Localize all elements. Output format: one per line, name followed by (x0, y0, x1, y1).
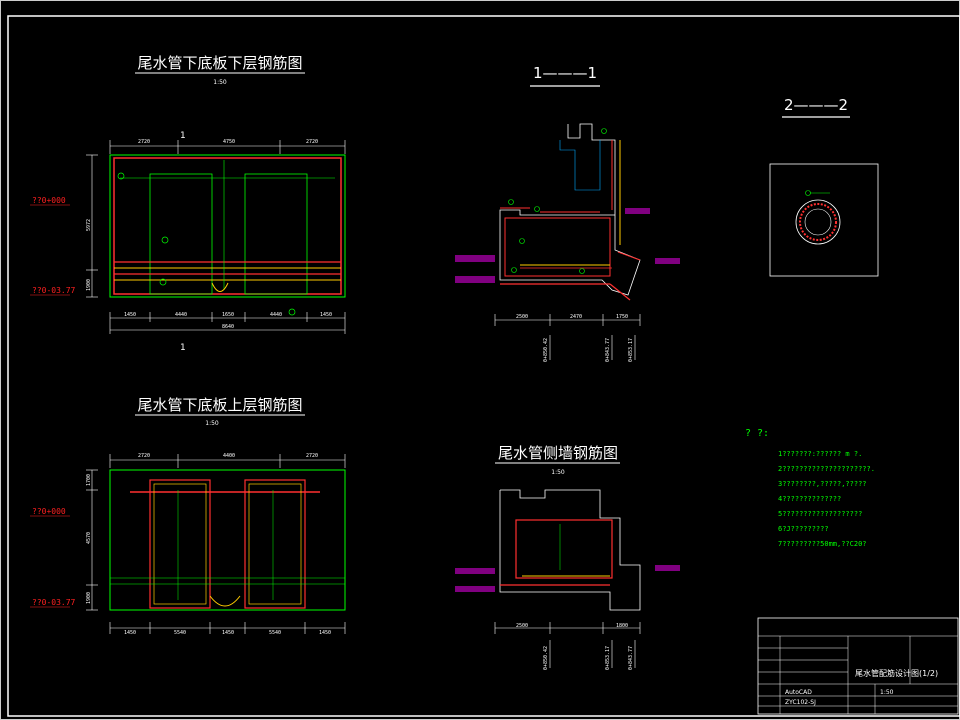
dim-text: 2720 (306, 453, 318, 459)
note-line: 4?????????????? (778, 495, 841, 503)
elev-text: 0+850.42 (543, 646, 549, 670)
elev-text: 0+853.17 (628, 338, 634, 362)
dim-text: 1750 (616, 314, 628, 320)
title-block-number: ZYC102-SJ (785, 699, 816, 706)
view-side-wall-rebar: 尾水管侧墙钢筋图 1:50 2500 1800 0+850.42 0+853.1… (455, 444, 680, 670)
view1-elev-bottom: ??0-03.77 (32, 286, 76, 295)
dim-text: 5972 (86, 219, 92, 231)
title-block: 尾水管配筋设计图(1/2) 1:50 AutoCAD ZYC102-SJ (757, 617, 959, 715)
view2-elev-bottom: ??0-03.77 (32, 598, 76, 607)
elev-text: 0+843.77 (628, 646, 634, 670)
note-line: 2?????????????????????. (778, 465, 875, 473)
dim-text: 2470 (570, 314, 582, 320)
note-line: 5??????????????????? (778, 510, 862, 518)
dim-text: 2720 (306, 139, 318, 145)
inner-frame (7, 15, 960, 717)
notes-heading: ? ?: (745, 428, 769, 439)
view1-scale: 1:50 (213, 79, 227, 86)
dim-text: 1700 (86, 474, 92, 486)
elev-text: 0+853.17 (605, 646, 611, 670)
view3-title: 1———1 (533, 64, 597, 82)
dim-text: 1800 (616, 623, 628, 629)
view5-title: 尾水管侧墙钢筋图 (498, 444, 618, 462)
dim-text: 1650 (222, 312, 234, 318)
dim-text: 1900 (86, 279, 92, 291)
view2-scale: 1:50 (205, 420, 219, 427)
dim-text: 2720 (138, 453, 150, 459)
note-line: 3????????,?????,????? (778, 480, 867, 488)
dim-text: 1900 (86, 592, 92, 604)
dim-text: 4750 (223, 139, 235, 145)
title-block-scale: 1:50 (880, 689, 894, 696)
view1-elev-top: ??0+000 (32, 196, 66, 205)
dim-text: 1450 (222, 630, 234, 636)
elev-text: 0+850.42 (543, 338, 549, 362)
title-block-software: AutoCAD (785, 689, 812, 696)
view5-scale: 1:50 (551, 469, 565, 476)
design-notes: ? ?: 1???????:?????? m ?. 2?????????????… (745, 428, 875, 548)
dim-text: 4440 (175, 312, 187, 318)
note-line: 6?J????????? (778, 525, 829, 533)
dim-text: 1450 (124, 312, 136, 318)
note-line: 1???????:?????? m ?. (778, 450, 862, 458)
view2-elev-top: ??0+000 (32, 507, 66, 516)
drawing-title: 尾水管配筋设计图(1/2) (855, 668, 938, 678)
view1-section-mark-bottom: 1 (180, 343, 186, 353)
dim-text: 2500 (516, 623, 528, 629)
dim-text: 2500 (516, 314, 528, 320)
dim-text: 4400 (223, 453, 235, 459)
view-bottom-slab-lower-rebar: 尾水管下底板下层钢筋图 1:50 1 1 2720 4750 2720 (30, 54, 346, 353)
view2-title: 尾水管下底板上层钢筋图 (137, 396, 302, 414)
dim-text: 2720 (138, 139, 150, 145)
view4-title: 2———2 (784, 96, 848, 114)
dim-text: 4570 (86, 532, 92, 544)
view-section-2-2: 2———2 (769, 96, 879, 277)
view-section-1-1: 1———1 2500 2470 1750 0+850.42 (455, 64, 680, 362)
note-line: 7?????????50mm,??C20? (778, 540, 867, 548)
dim-text: 1450 (319, 630, 331, 636)
view1-title: 尾水管下底板下层钢筋图 (137, 54, 302, 72)
view1-section-mark-top: 1 (180, 131, 186, 141)
dim-text: 1450 (124, 630, 136, 636)
dim-text: 5540 (174, 630, 186, 636)
dim-text: 1450 (320, 312, 332, 318)
dim-text: 8640 (222, 324, 234, 330)
view-bottom-slab-upper-rebar: 尾水管下底板上层钢筋图 1:50 2720 4400 2720 1700 457… (30, 396, 346, 636)
dim-text: 4440 (270, 312, 282, 318)
elev-text: 0+843.77 (605, 338, 611, 362)
dim-text: 5540 (269, 630, 281, 636)
